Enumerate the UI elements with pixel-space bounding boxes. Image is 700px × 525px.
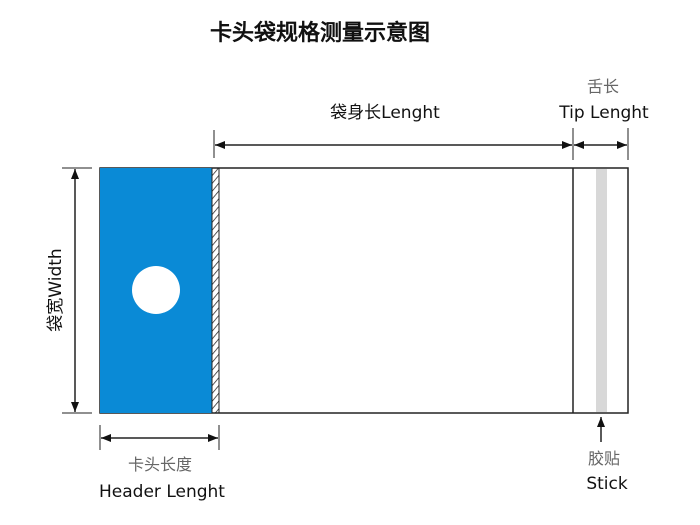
tip-length-en-label: Tip Lenght bbox=[558, 103, 649, 123]
stick-en-label: Stick bbox=[586, 474, 628, 494]
hang-hole bbox=[132, 266, 180, 314]
stick-strip bbox=[596, 169, 607, 412]
stick-cn-label: 胶贴 bbox=[588, 449, 620, 468]
tip-length-cn-label: 舌长 bbox=[587, 77, 619, 96]
width-label: 袋宽Width bbox=[46, 248, 66, 331]
diagram-title: 卡头袋规格测量示意图 bbox=[210, 20, 430, 46]
header-length-cn-label: 卡头长度 bbox=[128, 455, 192, 474]
seal-strip bbox=[211, 167, 220, 414]
body-length-label: 袋身长Lenght bbox=[330, 103, 440, 123]
header-length-en-label: Header Lenght bbox=[99, 482, 225, 502]
